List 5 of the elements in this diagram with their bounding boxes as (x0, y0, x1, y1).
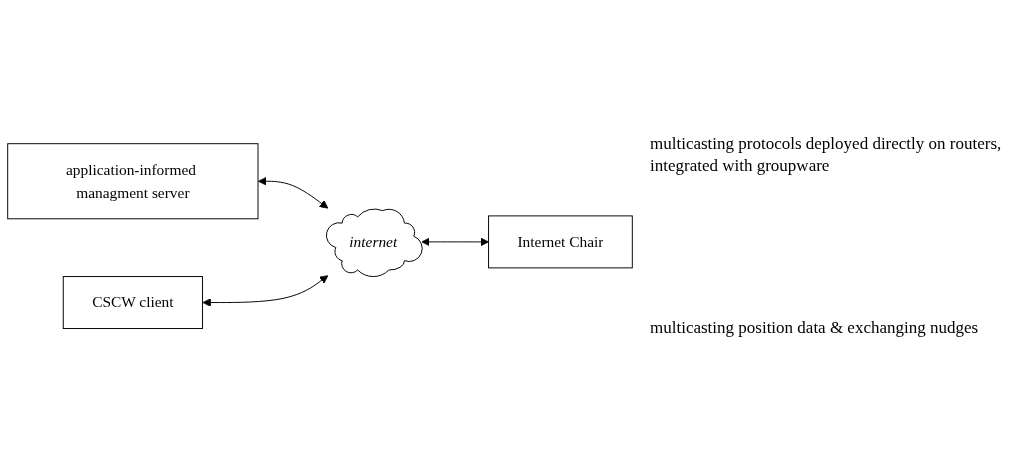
node-box: Internet Chair (488, 215, 633, 269)
note-text: multicasting position data & exchanging nudges (650, 317, 980, 340)
node-box: CSCW client (62, 275, 203, 329)
node-box: application-informed managment server (7, 143, 259, 220)
note-text: multicasting protocols deployed directly on routers, integrated with groupware (650, 132, 1003, 177)
